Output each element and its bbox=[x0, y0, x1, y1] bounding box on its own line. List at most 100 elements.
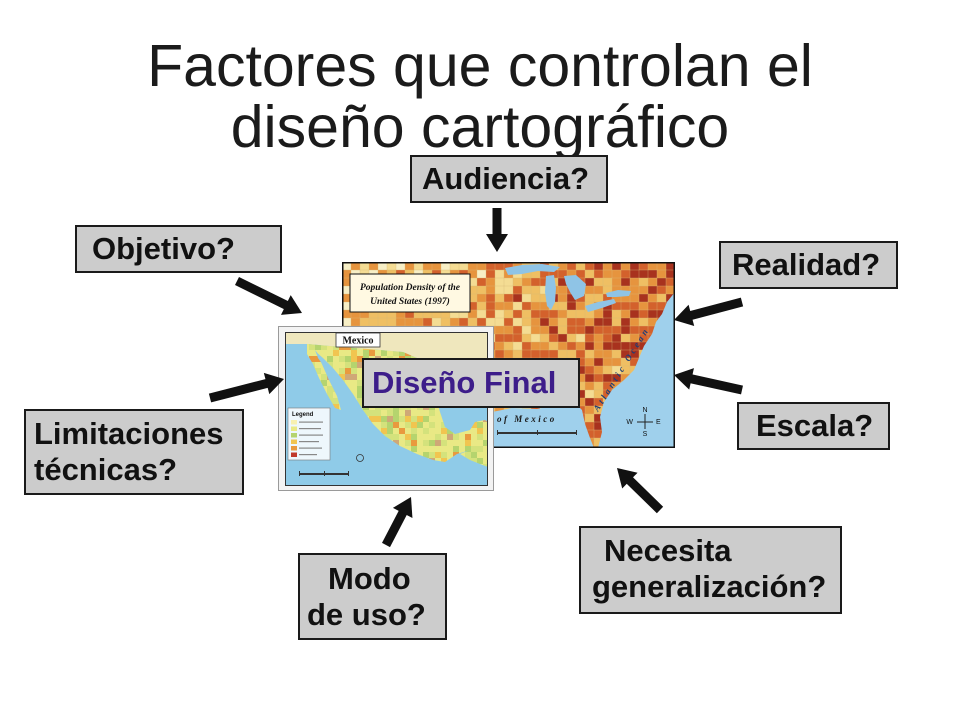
arrow-head bbox=[617, 468, 638, 489]
mexico-region-cell bbox=[351, 386, 358, 393]
mexico-region-cell bbox=[471, 434, 478, 441]
mexico-region-cell bbox=[351, 380, 358, 387]
mexico-region-cell bbox=[483, 446, 488, 453]
mexico-region-cell bbox=[387, 416, 394, 423]
mexico-region-cell bbox=[351, 362, 358, 369]
mexico-region-cell bbox=[417, 440, 424, 447]
mexico-region-cell bbox=[333, 362, 340, 369]
county-cell bbox=[557, 301, 568, 311]
county-cell bbox=[485, 285, 496, 295]
mexico-region-cell bbox=[429, 416, 436, 423]
mexico-region-cell bbox=[471, 428, 478, 435]
mexico-region-cell bbox=[393, 434, 400, 441]
mexico-region-cell bbox=[393, 416, 400, 423]
mexico-region-cell bbox=[429, 422, 436, 429]
county-cell bbox=[548, 317, 559, 327]
mexico-region-cell bbox=[339, 362, 346, 369]
factor-modo-de-uso: Modo de uso? bbox=[298, 553, 447, 640]
mexico-region-cell bbox=[477, 434, 484, 441]
mexico-region-cell bbox=[447, 428, 454, 435]
mexico-region-cell bbox=[381, 416, 388, 423]
county-cell bbox=[620, 277, 631, 287]
county-cell bbox=[557, 341, 568, 351]
county-cell bbox=[476, 309, 487, 319]
county-cell bbox=[557, 325, 568, 335]
mexico-region-cell bbox=[405, 428, 412, 435]
mexico-region-cell bbox=[351, 356, 358, 363]
mexico-region-cell bbox=[351, 350, 358, 357]
county-cell bbox=[476, 285, 487, 295]
county-cell bbox=[548, 333, 559, 343]
county-cell bbox=[521, 309, 532, 319]
mexico-region-cell bbox=[327, 392, 334, 399]
mexico-region-cell bbox=[417, 446, 424, 453]
mexico-region-cell bbox=[321, 356, 328, 363]
mexico-region-cell bbox=[357, 356, 364, 363]
compass-rose-icon: N S W E bbox=[626, 407, 661, 438]
county-cell bbox=[638, 293, 649, 303]
county-cell bbox=[593, 349, 604, 359]
mexico-region-cell bbox=[405, 434, 412, 441]
mexico-region-cell bbox=[333, 398, 340, 405]
mexico-region-cell bbox=[465, 452, 472, 459]
mexico-region-cell bbox=[417, 422, 424, 429]
mexico-region-cell bbox=[357, 374, 364, 381]
county-cell bbox=[485, 277, 496, 287]
arrow-head bbox=[280, 295, 302, 315]
lake-huron bbox=[564, 275, 586, 300]
mexico-region-cell bbox=[309, 350, 316, 357]
county-cell bbox=[530, 285, 541, 295]
county-cell bbox=[638, 285, 649, 295]
arrow-head bbox=[674, 304, 695, 327]
mexico-title-box: Mexico bbox=[335, 332, 381, 348]
county-cell bbox=[593, 317, 604, 327]
legend-entry-mark bbox=[299, 454, 317, 456]
compass-south: S bbox=[643, 431, 648, 438]
county-cell bbox=[584, 285, 595, 295]
mexico-region-cell bbox=[345, 374, 352, 381]
county-cell bbox=[503, 277, 514, 287]
county-cell bbox=[494, 333, 505, 343]
mexico-region-cell bbox=[417, 416, 424, 423]
arrow-escala-icon bbox=[674, 368, 743, 395]
legend-entry-mark bbox=[299, 447, 322, 449]
mexico-region-cell bbox=[387, 410, 394, 417]
mexico-region-cell bbox=[345, 368, 352, 375]
us-map-title-frame bbox=[349, 273, 471, 313]
mexico-region-cell bbox=[333, 350, 340, 357]
mexico-region-cell bbox=[393, 440, 400, 447]
arrow-shaft bbox=[235, 276, 290, 310]
mexico-region-cell bbox=[375, 410, 382, 417]
title-line-1: Factores que controlan el bbox=[147, 33, 813, 99]
mexico-region-cell bbox=[345, 350, 352, 357]
mexico-map-svg: Mexico Legend bbox=[278, 326, 494, 491]
mexico-region-cell bbox=[423, 440, 430, 447]
mexico-region-cell bbox=[333, 392, 340, 399]
gulf-of-california-water bbox=[315, 350, 347, 394]
county-cell bbox=[602, 341, 613, 351]
county-cell bbox=[584, 293, 595, 303]
county-cell bbox=[584, 413, 595, 423]
lake-michigan bbox=[545, 275, 556, 310]
mexico-region-cell bbox=[307, 350, 310, 357]
mexico-region-cell bbox=[375, 416, 382, 423]
mexico-region-cell bbox=[423, 428, 430, 435]
county-cell bbox=[539, 317, 550, 327]
county-cell bbox=[611, 269, 622, 279]
mexico-region-cell bbox=[477, 422, 484, 429]
mexico-region-cell bbox=[483, 452, 488, 459]
mexico-region-cell bbox=[429, 452, 436, 459]
mexico-map-frame bbox=[285, 332, 488, 486]
county-cell bbox=[602, 357, 613, 367]
county-cell bbox=[584, 341, 595, 351]
mexico-region-cell bbox=[333, 368, 340, 375]
arrow-shaft bbox=[625, 476, 664, 514]
county-cell bbox=[494, 277, 505, 287]
mexico-region-cell bbox=[453, 446, 460, 453]
county-cell bbox=[647, 269, 658, 279]
mexico-region-cell bbox=[405, 410, 412, 417]
mexico-region-cell bbox=[429, 410, 436, 417]
mexico-region-cell bbox=[345, 380, 352, 387]
mexico-region-cell bbox=[357, 386, 364, 393]
mexico-region-cell bbox=[411, 446, 418, 453]
